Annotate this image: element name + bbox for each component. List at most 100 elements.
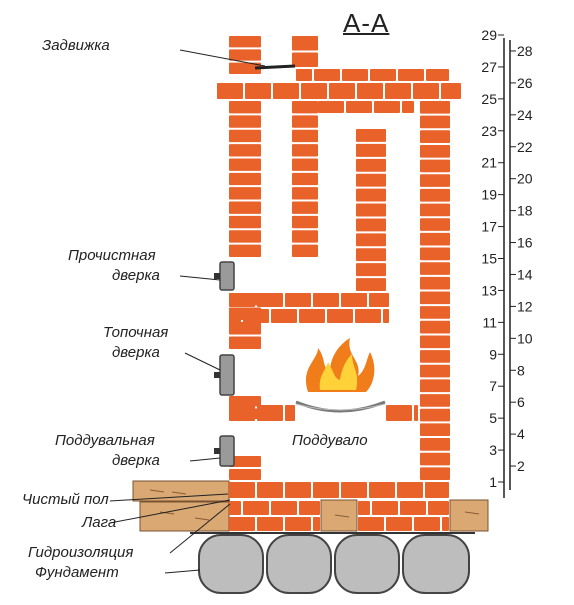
channel-wall-brick — [292, 187, 318, 200]
grate-brick — [285, 405, 295, 421]
divider-brick — [369, 293, 389, 307]
label-ash-door-1: Поддувальная — [55, 432, 155, 449]
scale-label-odd: 21 — [481, 155, 497, 171]
base-brick — [229, 482, 255, 498]
label-fire-door-2: дверка — [112, 344, 160, 361]
label-fire-door-1: Топочная — [103, 324, 169, 341]
left-wall-brick — [229, 62, 261, 74]
label-joist: Лага — [82, 514, 117, 531]
channel-wall-brick — [356, 248, 386, 262]
right-wall-brick — [420, 452, 450, 466]
scale-label-odd: 25 — [481, 91, 497, 107]
divider-brick — [327, 309, 353, 323]
right-wall-brick — [420, 423, 450, 437]
scale-label-even: 18 — [517, 203, 533, 219]
channel-wall-brick — [292, 158, 318, 171]
grate-brick — [414, 405, 418, 421]
foundation-leader — [164, 569, 201, 574]
right-wall-brick — [420, 291, 450, 305]
left-wall-brick — [229, 36, 261, 48]
base-brick — [243, 501, 269, 515]
right-wall-brick — [420, 394, 450, 407]
door-frame — [219, 354, 235, 396]
wood-grain — [464, 511, 480, 515]
door-frame — [219, 261, 235, 291]
wood-grain — [194, 517, 210, 521]
left-wall-brick — [229, 230, 261, 243]
scale-label-even: 28 — [517, 43, 533, 59]
scale-label-even: 22 — [517, 139, 533, 155]
label-clean-door-1: Прочистная — [68, 247, 156, 264]
ceiling-brick — [318, 101, 344, 113]
door-handle — [214, 448, 220, 454]
scale-label-odd: 3 — [489, 442, 497, 458]
grate-brick — [386, 405, 412, 421]
left-wall-brick — [229, 129, 261, 143]
label-foundation: Фундамент — [35, 564, 119, 581]
left-wall-brick — [229, 336, 261, 349]
right-wall-brick — [420, 115, 450, 129]
row-scale: 2927252321191715131197531282624222018161… — [481, 27, 533, 498]
cap-brick — [413, 83, 439, 99]
base-brick — [386, 517, 412, 531]
scale-label-even: 2 — [517, 458, 525, 474]
cap-brick — [370, 69, 396, 81]
foundation-stone — [334, 534, 400, 594]
base-brick — [271, 501, 297, 515]
right-wall-brick — [420, 159, 450, 173]
right-wall-brick — [420, 174, 450, 187]
scale-label-odd: 19 — [481, 187, 497, 203]
right-wall-brick — [420, 276, 450, 290]
scale-label-odd: 7 — [489, 378, 497, 394]
channel-wall-brick — [292, 129, 318, 143]
right-wall-brick — [420, 203, 450, 217]
foundation-stone — [402, 534, 470, 594]
channel-wall-brick — [356, 203, 386, 217]
ceiling-brick — [402, 101, 414, 113]
left-wall-brick — [229, 172, 261, 186]
channel-wall-brick — [292, 230, 318, 243]
channel-wall-brick — [292, 172, 318, 186]
right-wall-brick — [420, 262, 450, 275]
left-wall-brick — [229, 456, 261, 467]
joist-leader — [109, 499, 231, 524]
base-brick — [358, 517, 384, 531]
left-wall-brick — [229, 49, 261, 61]
base-brick — [400, 501, 426, 515]
scale-label-even: 6 — [517, 394, 525, 410]
fire-grate — [295, 400, 386, 413]
cap-brick — [357, 83, 383, 99]
right-wall-brick — [420, 218, 450, 231]
channel-wall-brick — [292, 144, 318, 157]
wood-grain — [149, 489, 165, 493]
right-wall-brick — [420, 350, 450, 363]
base-brick — [414, 517, 440, 531]
wood-grain — [171, 491, 187, 495]
base-brick — [285, 517, 311, 531]
scale-label-odd: 5 — [489, 410, 497, 426]
channel-wall-brick — [356, 158, 386, 172]
scale-label-odd: 27 — [481, 59, 497, 75]
right-wall-brick — [420, 379, 450, 393]
channel-wall-brick — [356, 143, 386, 157]
right-wall-brick — [420, 232, 450, 246]
divider-brick — [341, 293, 367, 307]
clean-door-leader — [179, 275, 221, 281]
right-wall-brick — [420, 408, 450, 422]
scale-label-even: 4 — [517, 426, 525, 442]
scale-label-even: 20 — [517, 171, 533, 187]
channel-wall-brick — [356, 278, 386, 291]
fire-flame-core — [319, 354, 358, 390]
ceiling-brick — [296, 101, 316, 113]
right-wall-brick — [420, 364, 450, 378]
damper-plate — [254, 64, 296, 70]
left-wall-brick — [229, 144, 261, 157]
brick-masonry — [217, 36, 461, 531]
grate-brick — [257, 405, 283, 421]
right-wall-brick — [420, 130, 450, 143]
scale-label-odd: 15 — [481, 251, 497, 267]
channel-wall-brick — [292, 201, 318, 214]
scale-label-even: 8 — [517, 362, 525, 378]
left-wall-brick — [229, 115, 261, 128]
